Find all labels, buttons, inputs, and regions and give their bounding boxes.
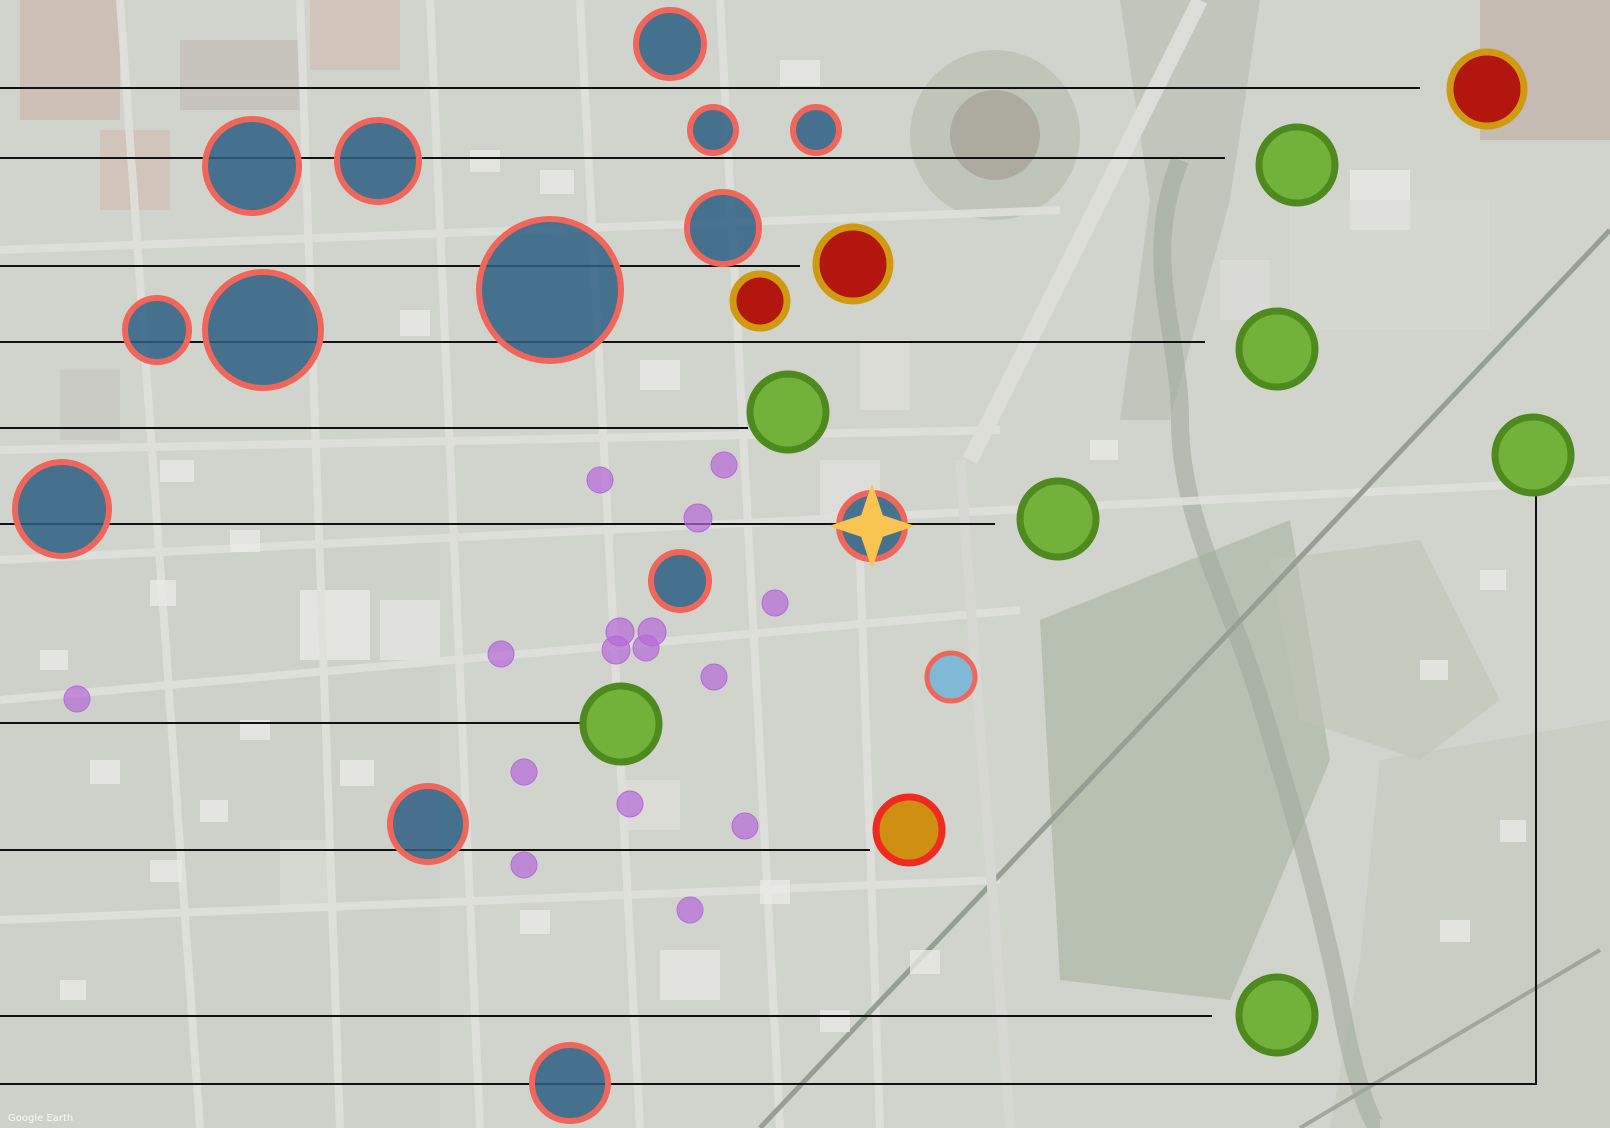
green-marker	[1235, 307, 1319, 391]
purple-marker	[761, 589, 789, 617]
green-marker	[1235, 973, 1319, 1057]
blue-marker	[202, 269, 324, 391]
light-blue-marker	[924, 650, 978, 704]
purple-marker	[616, 790, 644, 818]
purple-marker	[487, 640, 515, 668]
red-marker	[1446, 48, 1528, 130]
purple-marker	[700, 663, 728, 691]
orange-marker	[872, 793, 946, 867]
blue-marker	[790, 104, 842, 156]
red-markers	[729, 48, 1528, 332]
blue-marker	[687, 104, 739, 156]
blue-marker	[387, 783, 469, 865]
green-marker	[746, 370, 830, 454]
blue-markers	[12, 7, 908, 1124]
purple-marker	[510, 758, 538, 786]
purple-marker	[731, 812, 759, 840]
blue-marker	[633, 7, 707, 81]
purple-marker	[676, 896, 704, 924]
leader-line	[0, 496, 1537, 1085]
green-marker	[1016, 477, 1100, 561]
blue-marker	[648, 549, 712, 613]
purple-marker	[710, 451, 738, 479]
purple-marker	[63, 685, 91, 713]
purple-marker	[683, 503, 713, 533]
green-marker	[579, 682, 663, 766]
blue-marker	[202, 116, 302, 216]
four-point-star-icon	[831, 485, 913, 567]
blue-marker	[12, 459, 112, 559]
map-attribution: Google Earth	[8, 1113, 74, 1124]
red-marker	[812, 223, 894, 305]
purple-marker	[586, 466, 614, 494]
blue-marker	[684, 189, 762, 267]
red-marker	[729, 270, 791, 332]
green-marker	[1255, 123, 1339, 207]
purple-marker	[601, 635, 631, 665]
green-markers	[579, 123, 1575, 1057]
purple-marker	[632, 634, 660, 662]
green-marker	[1491, 413, 1575, 497]
purple-marker	[510, 851, 538, 879]
purple-markers	[63, 451, 789, 924]
blue-marker	[122, 295, 192, 365]
blue-marker	[476, 216, 624, 364]
blue-marker	[529, 1042, 611, 1124]
blue-marker	[334, 117, 422, 205]
